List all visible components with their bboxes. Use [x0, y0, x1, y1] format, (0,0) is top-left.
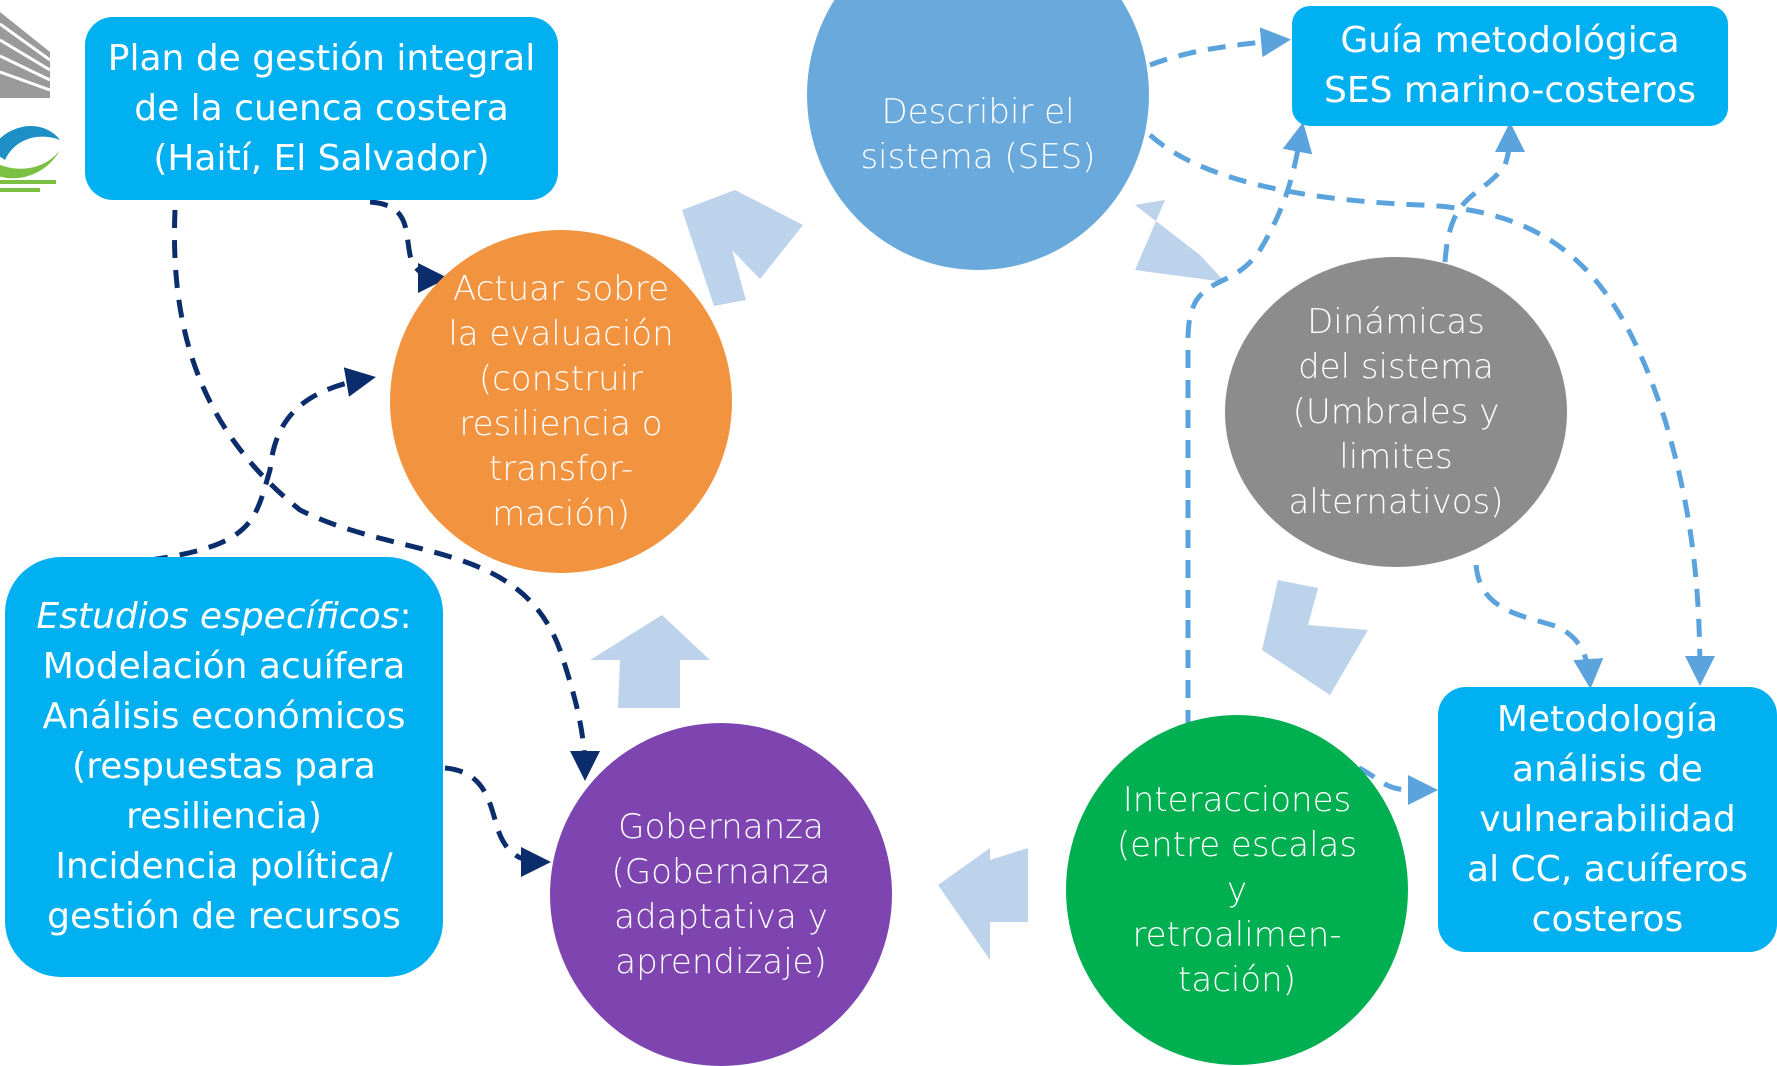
dashed-plan-to-governance: [172, 209, 600, 781]
dynamics-line-4: limites: [1339, 436, 1453, 477]
governance-line-2: (Gobernanza: [611, 851, 831, 892]
act-line-1: Actuar sobre: [452, 268, 670, 309]
act-line-2: la evaluación: [448, 313, 674, 354]
interactions-line-2: (entre escalas: [1116, 824, 1358, 865]
studies-heading-suffix: :: [399, 596, 412, 637]
describe-line-1: Describir el: [881, 92, 1075, 132]
dynamics-circle: Dinámicas del sistema (Umbrales y limite…: [1225, 257, 1567, 567]
interactions-circle-text: Interacciones (entre escalas y retroalim…: [1117, 778, 1357, 1003]
dashed-plan-to-act: [369, 199, 448, 293]
guide-line-2: SES marino-costeros: [1324, 70, 1696, 111]
guide-box-text: Guía metodológica SES marino-costeros: [1324, 16, 1696, 116]
act-line-4: resiliencia o: [459, 403, 663, 444]
dynamics-line-3: (Umbrales y: [1292, 391, 1500, 432]
studies-line-2: Análisis económicos: [42, 696, 406, 737]
dashed-dynamics-to-method: [1473, 564, 1604, 689]
studies-line-5: Incidencia política/: [55, 846, 393, 887]
dashed-interactions-to-guide: [1185, 122, 1313, 728]
method-box: Metodología análisis de vulnerabilidad a…: [1438, 687, 1777, 952]
cycle-arrow-governance-to-act: [590, 615, 710, 708]
studies-line-1: Modelación acuífera: [42, 646, 406, 687]
studies-line-4: resiliencia): [126, 796, 322, 837]
swirl-logo: [0, 126, 60, 192]
guide-box: Guía metodológica SES marino-costeros: [1292, 6, 1728, 126]
guide-line-1: Guía metodológica: [1340, 20, 1680, 61]
dashed-studies-to-act: [149, 367, 376, 563]
studies-heading-italic: Estudios específicos: [36, 596, 400, 637]
cycle-arrow-describe-to-dynamics: [1135, 200, 1225, 282]
plan-line-2: de la cuenca costera: [134, 87, 509, 129]
interactions-circle: Interacciones (entre escalas y retroalim…: [1066, 715, 1408, 1065]
plan-line-1: Plan de gestión integral: [107, 37, 536, 79]
method-line-4: al CC, acuíferos: [1467, 848, 1748, 890]
act-line-5: transfor-: [488, 448, 634, 489]
method-box-text: Metodología análisis de vulnerabilidad a…: [1467, 695, 1748, 945]
cycle-arrow-act-to-describe: [682, 190, 803, 306]
plan-box-text: Plan de gestión integral de la cuenca co…: [108, 34, 535, 184]
act-line-6: mación): [492, 493, 630, 534]
interactions-line-3: y: [1226, 869, 1248, 910]
studies-line-6: gestión de recursos: [47, 896, 401, 937]
governance-line-3: adaptativa y: [614, 896, 828, 937]
method-line-5: costeros: [1531, 898, 1684, 940]
act-line-3: (construir: [478, 358, 644, 399]
dynamics-circle-text: Dinámicas del sistema (Umbrales y limite…: [1289, 300, 1504, 525]
interactions-line-4: retroalimen-: [1132, 914, 1342, 955]
dashed-describe-to-guide: [1149, 27, 1291, 68]
studies-line-3: (respuestas para: [72, 746, 376, 787]
governance-circle-text: Gobernanza (Gobernanza adaptativa y apre…: [612, 805, 831, 985]
describe-circle-text: Describir el sistema (SES): [860, 90, 1095, 180]
describe-line-2: sistema (SES): [860, 137, 1096, 177]
describe-circle: Describir el sistema (SES): [807, 0, 1149, 270]
plan-line-3: (Haití, El Salvador): [153, 137, 490, 179]
governance-line-1: Gobernanza: [618, 806, 824, 847]
studies-heading: Estudios específicos:: [36, 592, 411, 642]
cycle-arrow-interactions-to-governance: [938, 848, 1028, 960]
dynamics-line-5: alternativos): [1288, 481, 1504, 522]
studies-box: Estudios específicos: Modelación acuífer…: [5, 557, 443, 977]
governance-line-4: aprendizaje): [615, 941, 827, 982]
method-line-3: vulnerabilidad: [1479, 798, 1736, 840]
dynamics-line-2: del sistema: [1298, 346, 1494, 387]
act-circle: Actuar sobre la evaluación (construir re…: [390, 230, 732, 573]
cycle-arrows: [590, 190, 1368, 960]
method-line-1: Metodología: [1496, 698, 1719, 740]
dashed-describe-to-method: [1148, 133, 1715, 686]
act-circle-text: Actuar sobre la evaluación (construir re…: [448, 267, 673, 537]
cycle-arrow-dynamics-to-interactions: [1262, 580, 1368, 695]
dashed-dynamics-to-guide: [1442, 122, 1525, 263]
governance-circle: Gobernanza (Gobernanza adaptativa y apre…: [550, 723, 892, 1066]
dashed-studies-to-governance: [444, 765, 551, 877]
method-line-2: análisis de: [1512, 748, 1703, 790]
interactions-line-5: tación): [1178, 959, 1296, 1000]
plan-box: Plan de gestión integral de la cuenca co…: [85, 17, 558, 200]
studies-box-text: Estudios específicos: Modelación acuífer…: [36, 592, 411, 942]
dynamics-line-1: Dinámicas: [1307, 301, 1485, 342]
interactions-line-1: Interacciones: [1122, 779, 1352, 820]
building-logo: [0, 12, 51, 98]
